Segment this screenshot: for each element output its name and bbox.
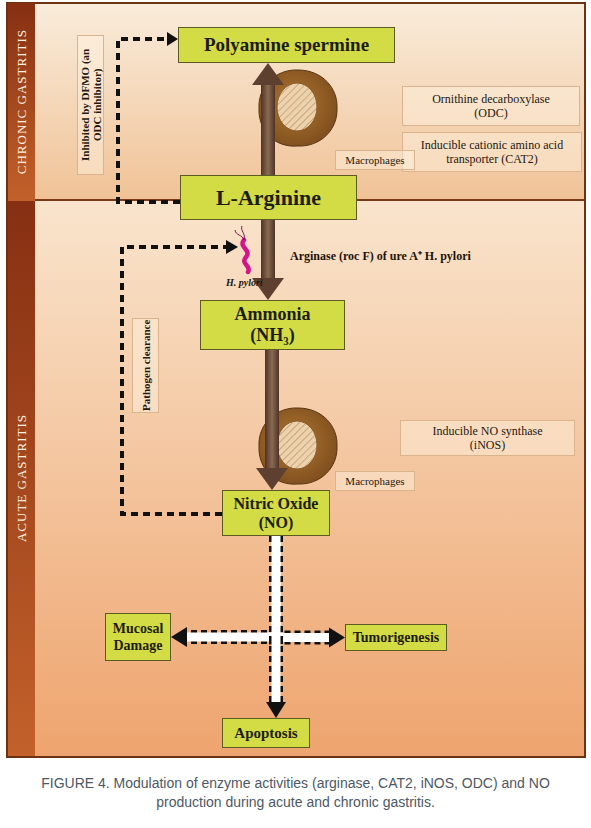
arrow-head — [329, 628, 345, 648]
node-text: Mucosal Damage — [107, 620, 169, 654]
flow-arrow — [256, 350, 288, 490]
arrow-head — [266, 702, 286, 718]
figure-caption: FIGURE 4. Modulation of enzyme activitie… — [40, 774, 551, 812]
arrow-head — [252, 63, 284, 85]
node-text: CHRONIC GASTRITIS — [14, 29, 30, 174]
enzyme-box: Ornithine decarboxylase (ODC) — [402, 86, 580, 126]
organism-label: H. pylori — [226, 277, 286, 291]
molecule-box: Nitric Oxide (NO) — [222, 490, 330, 536]
arrow-shaft — [118, 39, 180, 202]
node-text: L-Arginine — [216, 185, 321, 211]
node-text: Inducible NO synthase (iNOS) — [422, 424, 554, 452]
molecule-box: Ammonia (NH₃) — [200, 300, 345, 350]
outcome-arrow — [266, 536, 286, 718]
bacterium-symbol — [235, 226, 249, 272]
flow-arrow — [252, 63, 284, 175]
outcome-arrow — [171, 536, 276, 647]
arrow-shaft — [261, 84, 275, 175]
node-text: Ammonia (NH₃) — [223, 304, 323, 346]
process-label: Pathogen clearance — [132, 318, 159, 413]
arrow-shaft — [186, 536, 276, 637]
node-text: Ornithine decarboxylase (ODC) — [421, 92, 561, 120]
enzyme-box: Inducible cationic amino acid transporte… — [402, 132, 582, 172]
arrow-shaft — [261, 220, 275, 279]
phase-band: ACUTE GASTRITIS — [8, 201, 35, 756]
edge-label: Inhibited by DFMO (an ODC inhibitor) — [77, 35, 104, 175]
cell-label: Macrophages — [335, 150, 415, 170]
molecule-box: L-Arginine — [180, 175, 357, 220]
arrow-outline — [186, 536, 276, 637]
node-text: Tumorigenesis — [353, 630, 440, 646]
molecule-box: Polyamine spermine — [178, 27, 395, 63]
node-text: Macrophages — [345, 474, 404, 488]
arrow-shaft — [265, 350, 279, 469]
outcome-box: Tumorigenesis — [345, 624, 447, 651]
node-text: Inducible cationic amino acid transporte… — [406, 138, 578, 166]
arrow-head — [167, 32, 178, 46]
arrow-head — [171, 627, 187, 647]
arrow-outline — [269, 536, 283, 703]
arrow-head — [256, 468, 288, 490]
enzyme-box: Inducible NO synthase (iNOS) — [400, 420, 575, 456]
outcome-box: Apoptosis — [222, 718, 310, 748]
arrow-shaft — [276, 536, 330, 638]
node-text: Nitric Oxide (NO) — [224, 494, 328, 532]
outcome-box: Mucosal Damage — [105, 613, 171, 661]
node-text: Polyamine spermine — [204, 34, 369, 56]
phase-band: CHRONIC GASTRITIS — [8, 3, 35, 201]
inhibition-arrow — [118, 32, 180, 202]
arrow-outline — [276, 536, 330, 638]
outcome-arrow — [276, 536, 345, 648]
cell-label: Macrophages — [335, 471, 415, 491]
node-text: Apoptosis — [234, 725, 297, 742]
node-text: Macrophages — [345, 153, 404, 167]
node-text: ACUTE GASTRITIS — [14, 414, 30, 542]
arrow-shaft — [272, 536, 281, 703]
enzyme-label: Arginase (roc F) of ure A⁺ H. pylori — [290, 247, 550, 263]
pathogen-clearance-line — [122, 240, 238, 514]
